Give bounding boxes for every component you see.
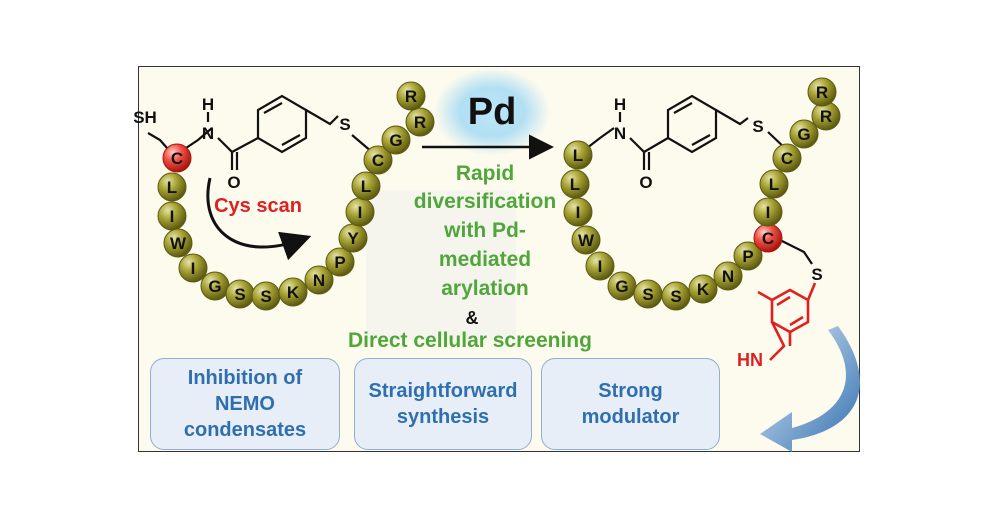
left-residue-2: I [170,207,175,226]
right-residue-17: R [816,83,828,102]
well-plate-background [366,190,516,340]
right-h-label: H [614,95,626,114]
right-residue-2: I [576,203,581,222]
right-residue-14: C [781,149,793,168]
right-s-label: S [752,117,763,136]
left-bead-10 [325,247,355,277]
right-bead-9 [713,261,743,291]
center-line-5: arylation [441,277,529,300]
left-residue-17: R [405,87,417,106]
modulator-box: Strong modulator [541,358,720,450]
left-residue-15: G [389,131,402,150]
left-residue-10: P [334,253,345,272]
center-line-2: diversification [414,190,556,213]
inhibition-box: Inhibition of NEMO condensates [150,358,340,450]
left-residue-14: C [372,151,384,170]
right-bead-17 [807,77,837,107]
right-residue-9: N [722,267,734,286]
center-line-1: Rapid [456,162,514,185]
right-bead-7 [661,281,691,311]
indole-group [757,282,817,361]
left-residue-5: G [208,277,221,296]
right-bead-15 [789,119,819,149]
left-residue-1: L [167,178,177,197]
indole-nh-label: HN [737,350,763,370]
left-bead-8 [278,277,308,307]
right-residue-12: I [766,203,771,222]
blue-curved-arrow [760,326,860,452]
right-bead-0 [563,140,593,170]
left-residue-6: S [234,285,245,304]
center-line-6: Direct cellular screening [348,329,592,352]
left-residue-4: I [191,259,196,278]
right-residue-8: K [697,280,710,299]
left-h-label: H [202,95,214,114]
right-bead-3 [571,225,601,255]
right-n-label: N [614,124,626,143]
cys-scan-arrow [206,177,312,261]
left-residue-12: I [358,203,363,222]
left-n-label: N [202,124,214,143]
right-residue-1: L [570,175,580,194]
left-bead-16 [405,107,435,137]
left-residue-9: N [313,271,325,290]
right-bead-12 [753,197,783,227]
left-bead-17 [396,81,426,111]
right-bead-8 [688,274,718,304]
right-residue-6: S [642,285,653,304]
left-bead-4 [178,253,208,283]
left-bead-9 [304,265,334,295]
right-bead-2 [563,197,593,227]
left-residue-0: C [171,149,183,168]
center-line-4: mediated [439,248,531,271]
left-residue-11: Y [347,229,359,248]
left-s-label: S [339,115,350,134]
right-residue-13: L [769,175,779,194]
left-bead-0 [162,143,192,173]
left-bead-3 [163,228,193,258]
right-residue-0: L [573,146,583,165]
right-residue-7: S [670,287,681,306]
cys-scan-label: Cys scan [214,195,302,217]
left-residue-3: W [170,234,187,253]
left-sh-label: SH [133,108,157,127]
right-residue-5: G [615,277,628,296]
center-ampersand: & [466,308,479,328]
synthesis-box: Straightforward synthesis [354,358,532,450]
left-bead-15 [381,125,411,155]
left-bead-13 [351,171,381,201]
left-bead-1 [157,172,187,202]
right-bead-4 [585,251,615,281]
left-residue-16: R [414,113,426,132]
catalyst-label: Pd [468,91,517,133]
left-bead-14 [363,145,393,175]
left-residue-7: S [260,287,271,306]
pd-glow [434,68,550,156]
right-residue-3: W [578,231,595,250]
right-s2-label: S [811,265,822,284]
right-bead-14 [772,143,802,173]
right-residue-10: P [742,247,753,266]
right-residue-4: I [598,257,603,276]
left-residue-13: L [361,177,371,196]
right-bead-10 [733,241,763,271]
right-residue-11: C [762,229,774,248]
left-o-label: O [227,173,240,192]
center-line-3: with Pd- [443,219,526,242]
right-bead-13 [759,169,789,199]
right-residue-16: R [820,107,832,126]
left-residue-8: K [287,283,300,302]
right-residue-15: G [797,125,810,144]
right-o-label: O [639,173,652,192]
